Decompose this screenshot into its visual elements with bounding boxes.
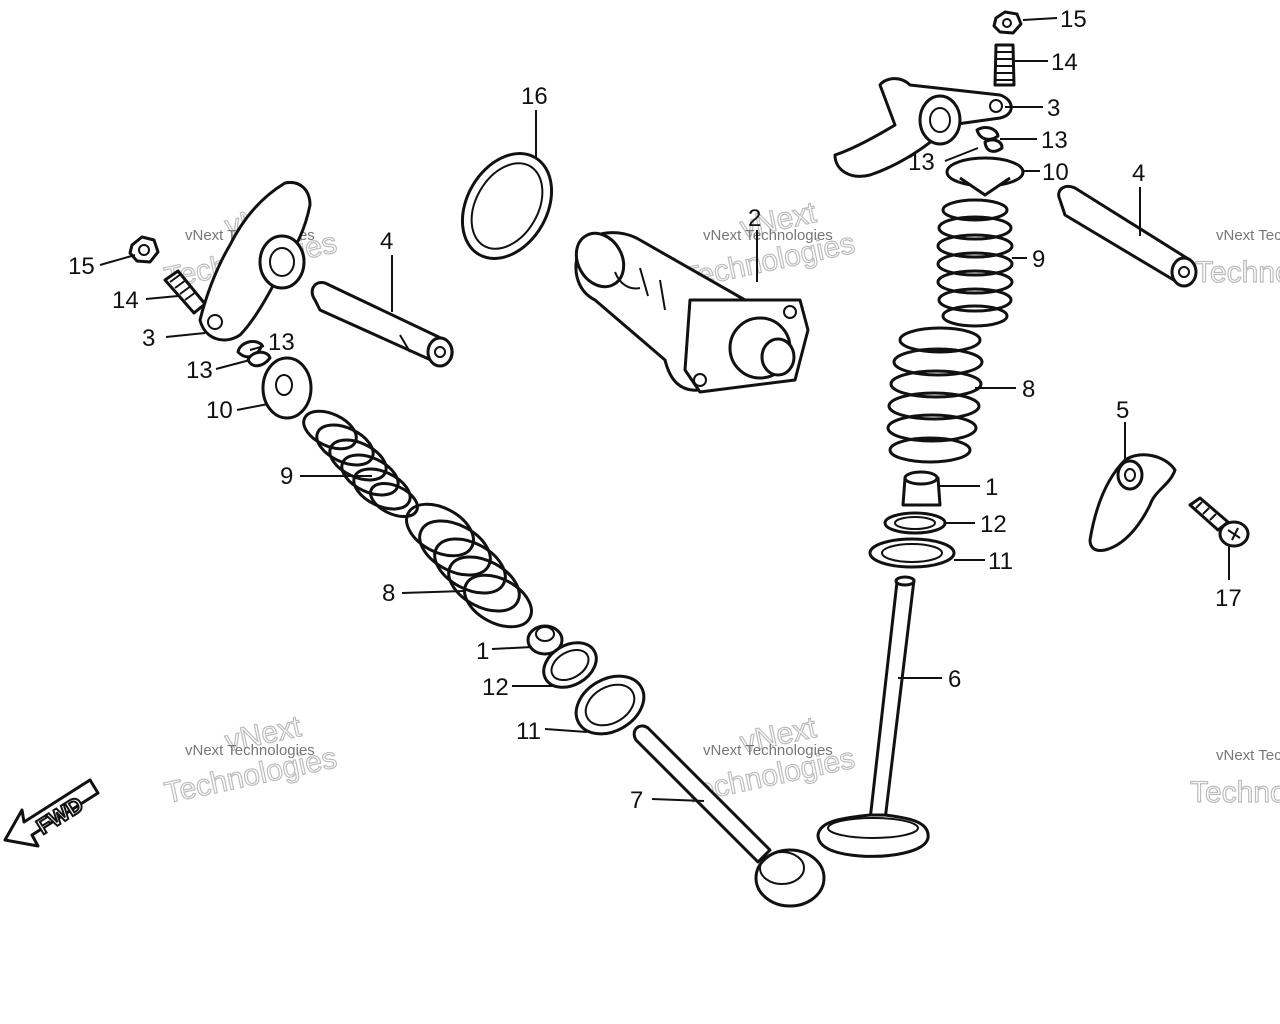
callout-15-right: 15 bbox=[1060, 6, 1087, 33]
watermark-caption: vNext Technologies bbox=[1216, 747, 1280, 764]
callout-8-left: 8 bbox=[382, 580, 395, 607]
part-14-screw-right bbox=[993, 43, 1016, 87]
callout-15-left: 15 bbox=[68, 253, 95, 280]
part-12-washer-right bbox=[883, 511, 947, 535]
part-2-camshaft bbox=[574, 231, 810, 394]
part-5-stopper-plate bbox=[1088, 453, 1177, 552]
callout-10-left: 10 bbox=[206, 397, 233, 424]
callout-14-right: 14 bbox=[1051, 49, 1078, 76]
callout-6: 6 bbox=[948, 666, 961, 693]
part-8-outer-spring-right bbox=[886, 326, 984, 464]
part-12-washer-left bbox=[542, 641, 598, 689]
callout-3-left: 3 bbox=[142, 325, 155, 352]
part-3-rocker-arm-left bbox=[198, 180, 312, 342]
part-16-o-ring bbox=[460, 152, 554, 260]
callout-labels: 15 14 3 13 13 10 4 9 8 1 12 11 7 16 2 15… bbox=[68, 6, 1242, 814]
part-10-retainer-left bbox=[261, 356, 313, 420]
part-4-rocker-shaft-right bbox=[1057, 184, 1198, 288]
callout-9-left: 9 bbox=[280, 463, 293, 490]
part-1-valve-seal-right bbox=[901, 470, 942, 507]
part-4-rocker-shaft-left bbox=[310, 280, 454, 368]
callout-2: 2 bbox=[748, 205, 761, 232]
callout-13-left-a: 13 bbox=[268, 329, 295, 356]
part-9-inner-spring-right bbox=[936, 198, 1014, 328]
watermark-text: Technologies bbox=[1190, 776, 1280, 809]
callout-5: 5 bbox=[1116, 397, 1129, 424]
watermark-caption: vNext Technologies bbox=[703, 742, 833, 759]
part-8-outer-spring-left bbox=[405, 502, 533, 629]
callout-1-right: 1 bbox=[985, 474, 998, 501]
part-1-valve-seal-left bbox=[526, 624, 564, 656]
callout-4-left: 4 bbox=[380, 228, 393, 255]
watermark-caption: vNext Technologies bbox=[703, 227, 833, 244]
callout-4-right: 4 bbox=[1132, 160, 1145, 187]
part-15-nut-left bbox=[128, 235, 160, 264]
part-11-spring-seat-left bbox=[574, 674, 646, 736]
part-11-spring-seat-right bbox=[868, 537, 956, 569]
callout-13-left-b: 13 bbox=[186, 357, 213, 384]
watermark-text: Technologies bbox=[1195, 256, 1280, 289]
part-10-retainer-right bbox=[945, 156, 1025, 197]
watermark-caption: vNext Technologies bbox=[1216, 227, 1280, 244]
callout-13-right-a: 13 bbox=[1041, 127, 1068, 154]
callout-10-right: 10 bbox=[1042, 159, 1069, 186]
callout-12-right: 12 bbox=[980, 511, 1007, 538]
part-6-intake-valve bbox=[816, 575, 930, 858]
callout-7: 7 bbox=[630, 787, 643, 814]
part-13-cotter-right bbox=[975, 126, 1004, 153]
watermark-right-edge: vNext Technologies Technologies vNext Te… bbox=[1189, 227, 1280, 810]
callout-11-right: 11 bbox=[988, 548, 1013, 575]
callout-17: 17 bbox=[1215, 585, 1242, 612]
callout-9-right: 9 bbox=[1032, 246, 1045, 273]
callout-11-left: 11 bbox=[516, 718, 541, 745]
callout-16: 16 bbox=[521, 83, 548, 110]
callout-12-left: 12 bbox=[482, 674, 509, 701]
part-17-bolt bbox=[1188, 496, 1250, 548]
watermark-caption: vNext Technologies bbox=[185, 742, 315, 759]
part-7-exhaust-valve bbox=[632, 724, 826, 908]
callout-13-right-b: 13 bbox=[908, 149, 935, 176]
leader-lines bbox=[99, 17, 1230, 802]
part-9-inner-spring-left bbox=[302, 409, 419, 519]
callout-14-left: 14 bbox=[112, 287, 139, 314]
callout-8-right: 8 bbox=[1022, 376, 1035, 403]
callout-3-right: 3 bbox=[1047, 95, 1060, 122]
callout-1-left: 1 bbox=[476, 638, 489, 665]
part-15-nut-right bbox=[992, 10, 1023, 35]
fwd-arrow: FWD bbox=[3, 778, 100, 848]
part-3-rocker-arm-right bbox=[833, 77, 1013, 178]
